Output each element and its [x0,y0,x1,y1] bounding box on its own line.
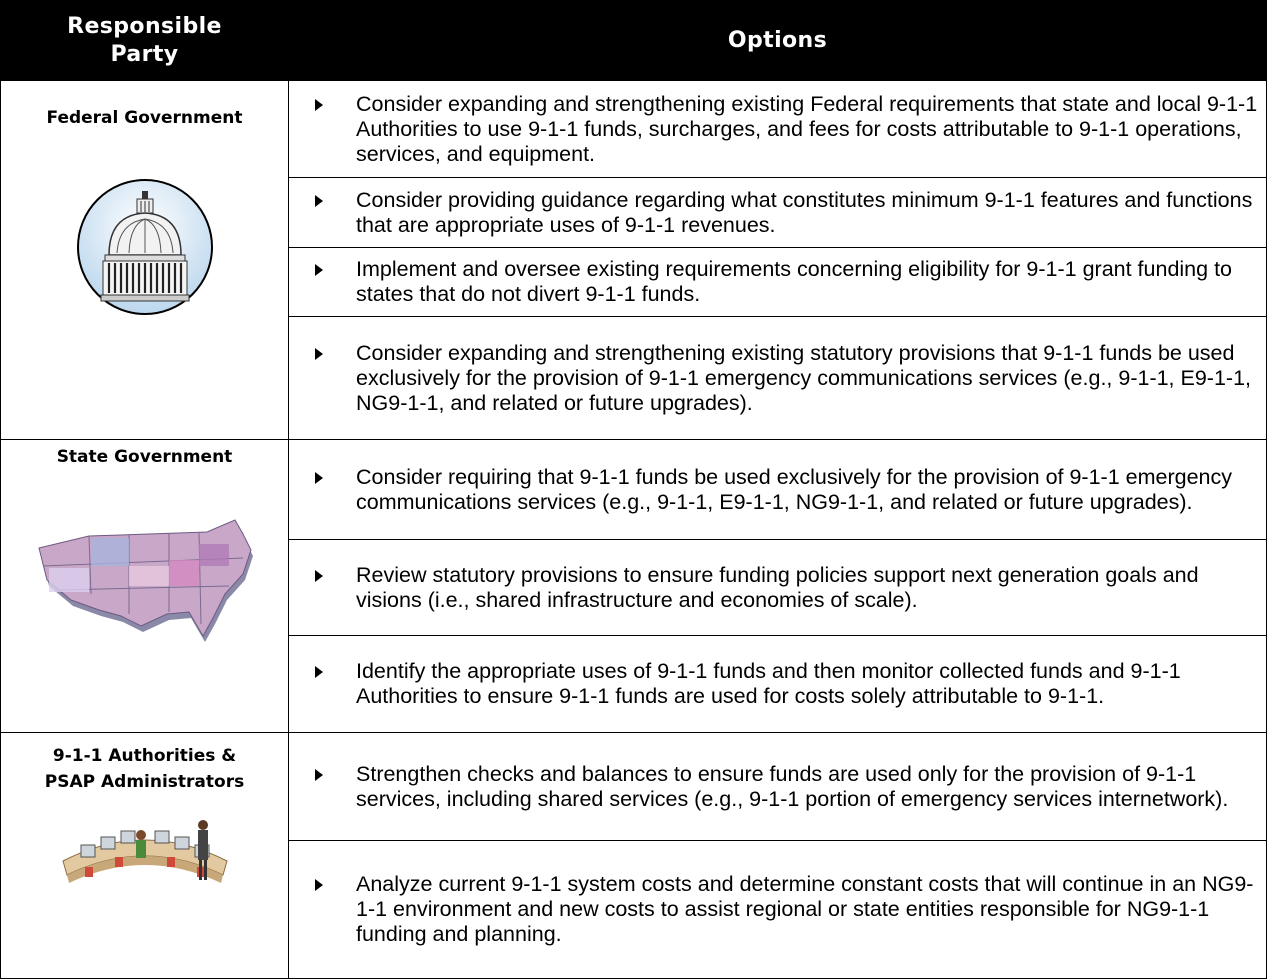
header-options-label: Options [727,27,828,53]
option-text: Analyze current 9-1-1 system costs and d… [356,872,1254,946]
bullet-icon [315,768,323,781]
option-federal-3: Implement and oversee existing requireme… [288,247,1267,317]
option-federal-1: Consider expanding and strengthening exi… [288,80,1267,178]
option-text: Consider providing guidance regarding wh… [356,187,1253,237]
bullet-icon [315,569,323,582]
bullet-icon [315,347,323,360]
party-name-state: State Government [56,447,233,467]
bullet-icon [315,98,323,111]
bullet-icon [315,471,323,484]
us-map-icon [37,519,253,642]
option-federal-2: Consider providing guidance regarding wh… [288,177,1267,248]
party-name-federal: Federal Government [46,108,243,128]
party-name-authorities: 9-1-1 Authorities & PSAP Administrators [44,746,245,792]
option-text: Strengthen checks and balances to ensure… [356,761,1229,811]
header-party-label: Responsible Party [67,13,222,67]
option-text: Review statutory provisions to ensure fu… [356,562,1199,612]
party-cell-federal: Federal Government [0,80,289,440]
option-state-2: Review statutory provisions to ensure fu… [288,539,1267,636]
option-text: Identify the appropriate uses of 9-1-1 f… [356,659,1181,708]
bullet-icon [315,666,323,678]
bullet-icon [315,264,323,276]
option-authorities-1: Strengthen checks and balances to ensure… [288,732,1267,841]
option-federal-4: Consider expanding and strengthening exi… [288,316,1267,440]
capitol-dome-icon [76,179,213,315]
option-text: Consider expanding and strengthening exi… [356,340,1252,415]
dispatch-center-icon [61,820,228,883]
option-state-1: Consider requiring that 9-1-1 funds be u… [288,439,1267,540]
option-text: Implement and oversee existing requireme… [356,257,1232,306]
bullet-icon [315,194,323,207]
header-responsible-party: Responsible Party [0,0,289,81]
option-state-3: Identify the appropriate uses of 9-1-1 f… [288,635,1267,733]
option-authorities-2: Analyze current 9-1-1 system costs and d… [288,840,1267,979]
option-text: Consider requiring that 9-1-1 funds be u… [356,464,1232,514]
header-options: Options [288,0,1267,81]
party-cell-authorities: 9-1-1 Authorities & PSAP Administrators [0,732,289,979]
option-text: Consider expanding and strengthening exi… [356,91,1258,166]
party-cell-state: State Government [0,439,289,733]
bullet-icon [315,879,323,891]
